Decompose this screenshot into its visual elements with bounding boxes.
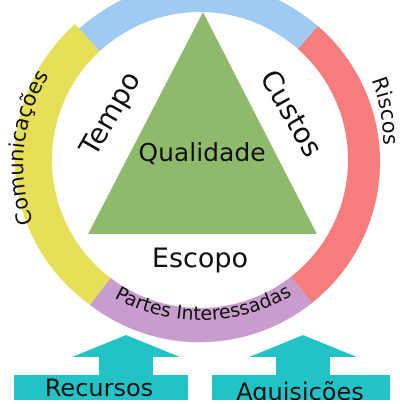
procurement-arrow xyxy=(212,335,390,400)
procurement-label: Aquisições xyxy=(236,378,363,400)
resources-label: Recursos xyxy=(45,374,153,400)
quality-label: Qualidade xyxy=(138,138,265,167)
resources-arrow xyxy=(14,335,188,400)
quality-triangle xyxy=(88,12,317,234)
scope-label: Escopo xyxy=(152,243,248,274)
